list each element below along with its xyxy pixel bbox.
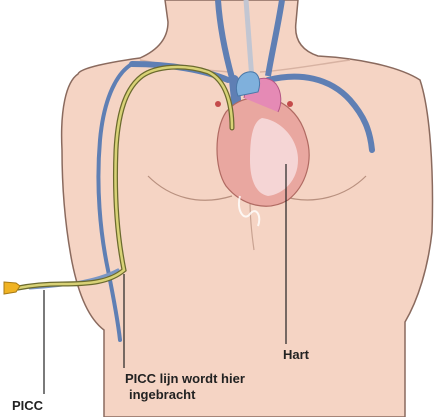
label-insertion-line2: ingebracht	[129, 387, 195, 403]
vessel-stub-left	[215, 101, 221, 107]
label-picc: PICC	[12, 398, 43, 414]
picc-hub	[4, 282, 20, 294]
vessel-stub-right	[287, 101, 293, 107]
label-heart: Hart	[283, 347, 309, 363]
label-insertion-line1: PICC lijn wordt hier	[125, 371, 245, 387]
